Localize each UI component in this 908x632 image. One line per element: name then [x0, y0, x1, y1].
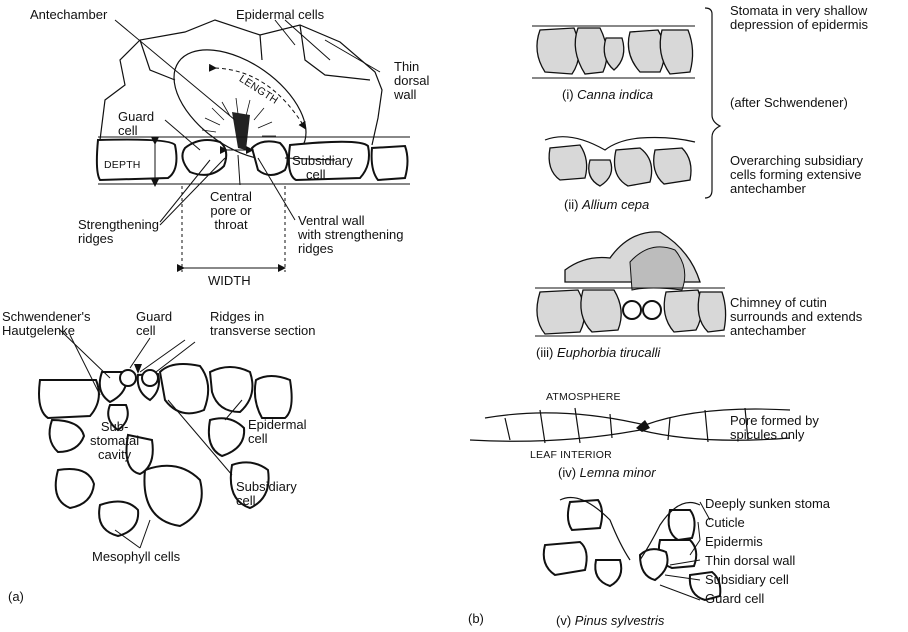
pinus-notes: Deeply sunken stoma Cuticle Epidermis Th… [705, 494, 830, 608]
pinus-sylvestris-drawing [544, 498, 721, 601]
species-pinus-sylvestris: (v) Pinus sylvestris [556, 614, 664, 628]
atmosphere-label: ATMOSPHERE [546, 390, 621, 404]
allium-cepa-drawing [545, 137, 695, 186]
mesophyll-cells-label: Mesophyll cells [92, 550, 180, 564]
panel-b-marker: (b) [468, 612, 484, 626]
epidermal-cells-label: Epidermal cells [236, 8, 324, 22]
after-schwendener-note: (after Schwendener) [730, 96, 848, 110]
antechamber-label: Antechamber [30, 8, 107, 22]
euphorbia-tirucalli-drawing [535, 232, 726, 336]
species-canna-indica: (i) Canna indica [562, 88, 653, 102]
group-bracket [705, 8, 720, 198]
panel-a-marker: (a) [8, 590, 24, 604]
leaf-interior-label: LEAF INTERIOR [530, 448, 612, 462]
species-allium-cepa: (ii) Allium cepa [564, 198, 649, 212]
canna-indica-drawing [532, 26, 695, 78]
species-euphorbia-tirucalli: (iii) Euphorbia tirucalli [536, 346, 660, 360]
depth-label: DEPTH [104, 158, 141, 172]
species-lemna-minor: (iv) Lemna minor [558, 466, 656, 480]
width-label: WIDTH [208, 274, 251, 288]
